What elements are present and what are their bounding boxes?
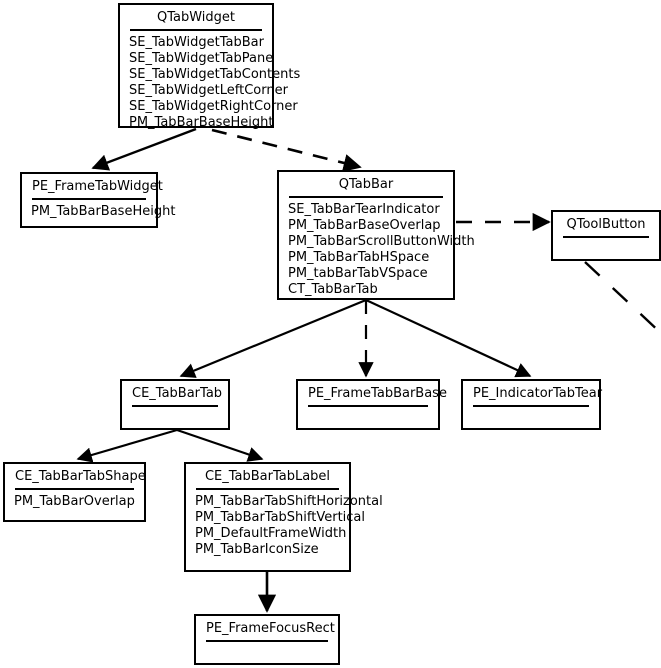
edge-qtabbar-to-pe-indicatortabtear (365, 299, 532, 378)
node-pe-indicatortabtear[interactable]: PE_IndicatorTabTear (461, 379, 603, 430)
node-item: PM_TabBarBaseHeight (31, 204, 176, 219)
node-title: QTabWidget (156, 10, 236, 25)
node-title: PE_FrameFocusRect (206, 621, 335, 636)
node-ce-tabbartab[interactable]: CE_TabBarTab (120, 379, 230, 430)
node-item: SE_TabWidgetTabPane (129, 51, 274, 66)
node-item: PM_TabBarTabHSpace (288, 250, 430, 265)
node-item: SE_TabWidgetRightCorner (129, 99, 298, 114)
node-item: PM_TabBarTabShiftHorizontal (195, 494, 383, 509)
node-title: PE_FrameTabBarBase (308, 386, 447, 401)
edge-qtabwidget-to-pe-frametabwidget (91, 127, 197, 171)
node-item: PM_TabBarBaseOverlap (288, 218, 441, 233)
node-title: PE_IndicatorTabTear (473, 386, 603, 401)
node-item: PM_DefaultFrameWidth (195, 526, 347, 541)
node-item: SE_TabWidgetTabBar (129, 35, 264, 50)
node-item: PM_TabBarScrollButtonWidth (288, 234, 475, 249)
node-pe-frametabwidget[interactable]: PE_FrameTabWidget PM_TabBarBaseHeight (20, 172, 176, 228)
edge-qtoolbutton-to-offscreen (584, 261, 661, 335)
node-ce-tabbartablabel[interactable]: CE_TabBarTabLabel PM_TabBarTabShiftHoriz… (184, 462, 383, 572)
node-item: SE_TabWidgetTabContents (129, 67, 301, 82)
node-items: PM_TabBarTabShiftHorizontal PM_TabBarTab… (186, 490, 383, 562)
node-qtoolbutton[interactable]: QToolButton (551, 210, 661, 261)
edge-ce-tabbartab-to-ce-tabbartabshape (76, 428, 178, 463)
node-divider (32, 198, 146, 200)
node-divider (15, 488, 134, 490)
edge-qtabwidget-to-qtabbar (211, 128, 362, 172)
node-divider (289, 196, 443, 198)
node-divider (308, 405, 428, 407)
node-divider (132, 405, 218, 407)
node-title: CE_TabBarTabShape (15, 469, 146, 484)
node-items: SE_TabBarTearIndicator PM_TabBarBaseOver… (279, 198, 475, 302)
node-pe-framefocusrect[interactable]: PE_FrameFocusRect (194, 614, 340, 665)
node-divider (130, 29, 262, 31)
edge-qtabbar-to-ce-tabbartab (179, 298, 367, 378)
node-ce-tabbartabshape[interactable]: CE_TabBarTabShape PM_TabBarOverlap (3, 462, 146, 522)
node-divider (206, 640, 328, 642)
node-item: PM_TabBarOverlap (14, 494, 135, 509)
node-title: QTabBar (338, 177, 394, 192)
node-item: SE_TabWidgetLeftCorner (129, 83, 288, 98)
node-item: PM_TabBarIconSize (195, 542, 319, 557)
node-item: PM_TabBarBaseHeight (129, 115, 274, 130)
node-item: CT_TabBarTab (288, 282, 378, 297)
node-divider (473, 405, 589, 407)
node-item: PM_tabBarTabVSpace (288, 266, 428, 281)
node-title: QToolButton (566, 217, 646, 232)
node-pe-frametabbarbase[interactable]: PE_FrameTabBarBase (296, 379, 447, 430)
node-items: SE_TabWidgetTabBar SE_TabWidgetTabPane S… (120, 31, 301, 135)
edge-ce-tabbartab-to-ce-tabbartablabel (176, 428, 264, 462)
node-title: CE_TabBarTabLabel (204, 469, 331, 484)
node-title: CE_TabBarTab (132, 386, 223, 401)
node-divider (563, 236, 649, 238)
node-item: PM_TabBarTabShiftVertical (195, 510, 366, 525)
node-items: PM_TabBarBaseHeight (22, 200, 176, 224)
node-title: PE_FrameTabWidget (32, 179, 163, 194)
node-item: SE_TabBarTearIndicator (288, 202, 440, 217)
node-items: PM_TabBarOverlap (5, 490, 144, 514)
node-qtabbar[interactable]: QTabBar SE_TabBarTearIndicator PM_TabBar… (277, 170, 475, 302)
node-divider (196, 488, 339, 490)
node-qtabwidget[interactable]: QTabWidget SE_TabWidgetTabBar SE_TabWidg… (118, 3, 300, 130)
